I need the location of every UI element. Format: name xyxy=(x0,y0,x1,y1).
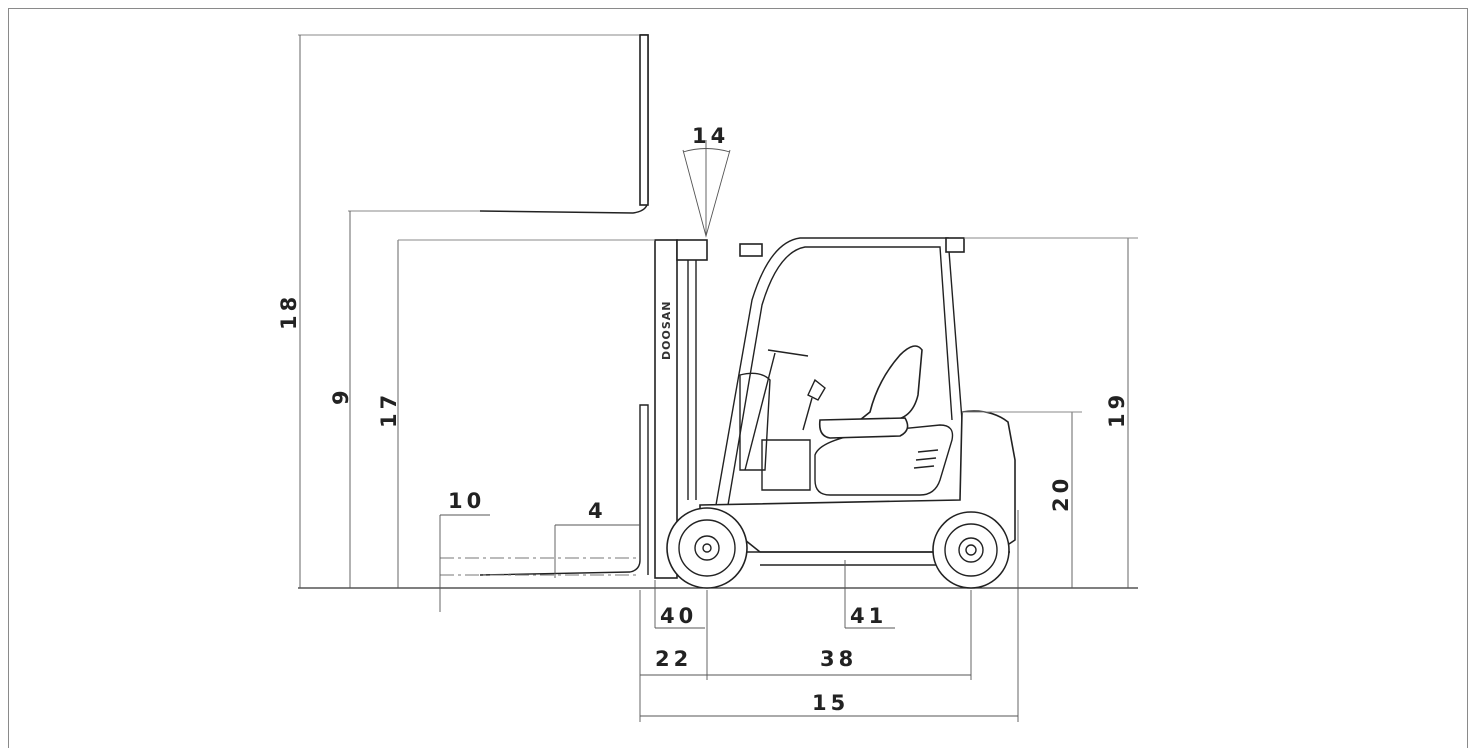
dim-label-9: 9 xyxy=(329,386,353,405)
tilt-indicator xyxy=(682,140,731,238)
rear-wheel xyxy=(932,511,1010,589)
dim-label-15: 15 xyxy=(812,691,849,715)
raised-fork-outline xyxy=(298,34,649,214)
dim-label-20: 20 xyxy=(1049,475,1073,512)
mast-brand-text: DOOSAN xyxy=(660,301,673,360)
front-wheel xyxy=(666,507,748,589)
dim-label-40: 40 xyxy=(660,604,697,628)
dim-label-17: 17 xyxy=(377,391,401,428)
dim-label-41: 41 xyxy=(850,604,887,628)
dim-label-10: 10 xyxy=(448,489,485,513)
lowered-fork xyxy=(440,404,649,576)
truck-body xyxy=(699,237,1016,566)
diagram-frame xyxy=(8,8,1468,748)
mast: DOOSAN xyxy=(654,239,708,579)
dim-label-4: 4 xyxy=(588,499,607,523)
dim-label-14: 14 xyxy=(692,124,729,148)
dim-label-38: 38 xyxy=(820,647,857,671)
dim-label-22: 22 xyxy=(655,647,692,671)
dim-label-19: 19 xyxy=(1105,391,1129,428)
forklift-dimension-diagram: DOOSAN xyxy=(277,34,1138,722)
dim-label-18: 18 xyxy=(277,293,301,330)
